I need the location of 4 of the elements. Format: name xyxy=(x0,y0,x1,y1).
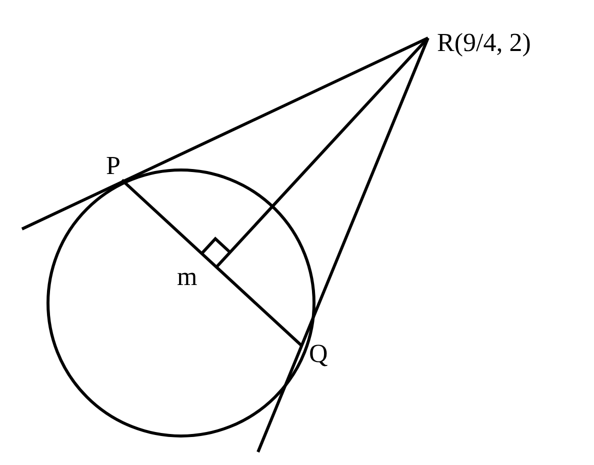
point-label: m xyxy=(177,264,198,290)
point-label: R(9/4, 2) xyxy=(437,30,531,56)
point-label: Q xyxy=(309,341,328,367)
point-label: P xyxy=(106,153,120,179)
